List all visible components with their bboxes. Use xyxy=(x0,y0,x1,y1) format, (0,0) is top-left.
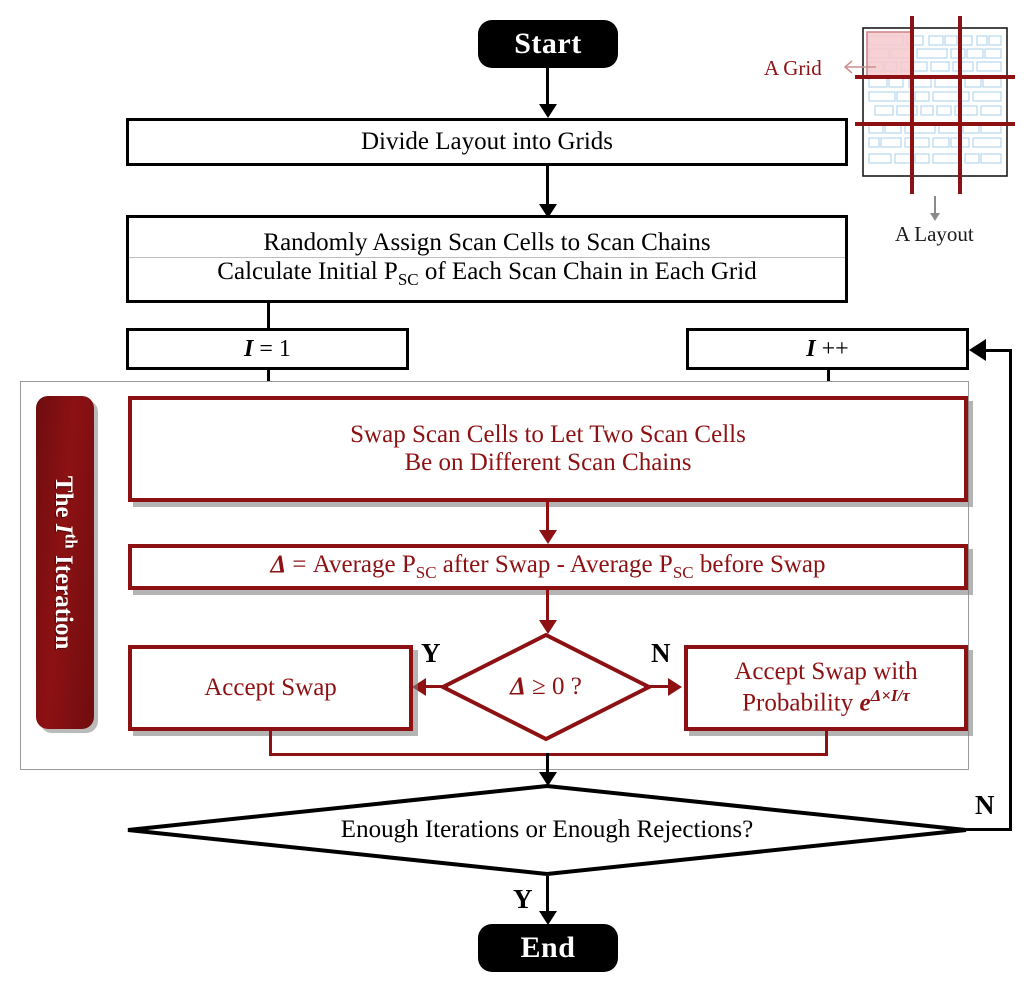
connector-loop-no-to-increment xyxy=(986,349,1011,352)
delta-formula-label: Δ = Average PSC after Swap - Average PSC… xyxy=(132,551,964,583)
connector-decision-to-accept xyxy=(424,685,448,688)
connector-delta-to-decision xyxy=(546,590,549,622)
arrowhead-loop-yes-to-end xyxy=(539,911,557,925)
connector-loop-no-vertical xyxy=(1009,349,1012,831)
delta-variable: Δ xyxy=(270,551,287,578)
end-label: End xyxy=(520,931,576,964)
init-iteration-label: I = 1 xyxy=(244,336,291,363)
branch-label-yes-loop: Y xyxy=(513,884,533,914)
connector-accept-swap-down xyxy=(269,731,272,756)
decision-delta-variable: Δ xyxy=(510,673,526,700)
inset-layout-connector xyxy=(934,196,936,216)
accept-prob-e: e xyxy=(859,689,871,717)
connector-increment-to-swap xyxy=(827,370,830,390)
swap-line1-label: Swap Scan Cells to Let Two Scan Cells xyxy=(350,421,746,448)
process-divide-layout-label: Divide Layout into Grids xyxy=(360,128,614,155)
iteration-tab-label: The Ith Iteration xyxy=(49,476,80,649)
process-increment-iteration: I ++ xyxy=(686,328,969,370)
inset-layout-label: A Layout xyxy=(895,222,974,246)
iter-tab-superscript: th xyxy=(61,533,81,549)
connector-swap-to-delta xyxy=(546,502,549,534)
process-calculate-label: Calculate Initial PSC of Each Scan Chain… xyxy=(129,256,845,290)
loop-decision-text: Enough Iterations or Enough Rejections? xyxy=(340,816,754,843)
loop-decision-label: Enough Iterations or Enough Rejections? xyxy=(126,784,968,876)
delta-subscript-2: SC xyxy=(672,563,694,582)
delta-text-a: = Average P xyxy=(286,551,416,578)
process-delta-formula: Δ = Average PSC after Swap - Average PSC… xyxy=(128,544,968,590)
connector-start-to-divide xyxy=(546,68,549,107)
inset-grid-label: A Grid xyxy=(764,56,822,80)
swap-line2-label: Be on Different Scan Chains xyxy=(404,449,692,476)
start-terminator: Start xyxy=(478,20,618,68)
connector-decision-to-accept-prob xyxy=(644,685,670,688)
connector-assign-to-init xyxy=(267,303,270,328)
loop-decision-diamond xyxy=(127,784,967,876)
process-accept-swap-probability: Accept Swap with Probability eΔ×I/τ xyxy=(684,645,968,731)
inc-i-rest: ++ xyxy=(815,335,849,362)
end-terminator: End xyxy=(478,924,618,972)
connector-loop-no-horizontal xyxy=(962,828,1012,831)
inset-layout-arrowhead xyxy=(930,213,940,221)
accept-prob-text: Probability xyxy=(742,689,860,717)
connector-divide-to-assign xyxy=(546,166,549,208)
process-assign-label: Randomly Assign Scan Cells to Scan Chain… xyxy=(263,228,711,256)
calc-subscript: SC xyxy=(397,269,419,289)
branch-label-no-delta: N xyxy=(651,638,671,668)
accept-prob-line2-label: Probability eΔ×I/τ xyxy=(688,686,964,717)
increment-iteration-label: I ++ xyxy=(806,336,848,363)
iter-tab-variable: I xyxy=(50,523,78,534)
arrowhead-delta-to-decision xyxy=(539,620,557,634)
init-i-rest: = 1 xyxy=(253,335,291,362)
process-divide-layout: Divide Layout into Grids xyxy=(126,118,848,166)
decision-delta-label: Δ ≥ 0 ? xyxy=(440,632,652,742)
iteration-tab: The Ith Iteration xyxy=(36,396,94,729)
init-i-variable: I xyxy=(244,335,254,362)
delta-subscript-1: SC xyxy=(415,563,437,582)
process-swap-scan-cells: Swap Scan Cells to Let Two Scan Cells Be… xyxy=(128,396,968,502)
layout-grid-illustration xyxy=(855,16,1015,194)
delta-text-c: before Swap xyxy=(693,551,826,578)
accept-prob-exponent: Δ×I/τ xyxy=(870,686,910,706)
arrowhead-decision-to-accept-prob xyxy=(668,678,682,696)
delta-text-b: after Swap - Average P xyxy=(436,551,673,578)
arrowhead-decision-to-accept xyxy=(412,678,426,696)
iter-tab-pre: The xyxy=(50,475,78,524)
accept-prob-line1-label: Accept Swap with xyxy=(734,658,918,686)
calc-text-b: of Each Scan Chain in Each Grid xyxy=(418,257,757,285)
process-init-iteration: I = 1 xyxy=(126,328,409,370)
connector-merge-to-loop-decision xyxy=(546,753,549,777)
connector-loop-yes-to-end xyxy=(546,876,549,914)
arrowhead-divide-to-assign xyxy=(539,204,557,218)
arrowhead-swap-to-delta xyxy=(539,530,557,544)
branch-label-no-loop: N xyxy=(975,790,995,820)
arrowhead-loop-no-to-increment xyxy=(969,339,986,361)
accept-swap-label: Accept Swap xyxy=(204,674,337,701)
decision-delta-rest: ≥ 0 ? xyxy=(532,673,582,700)
arrowhead-start-to-divide xyxy=(539,104,557,118)
inc-i-variable: I xyxy=(806,335,816,362)
process-accept-swap: Accept Swap xyxy=(128,645,413,731)
inset-grid-arrow-icon xyxy=(843,60,876,74)
calc-text-a: Calculate Initial P xyxy=(217,257,398,285)
arrowhead-merge-to-loop-decision xyxy=(539,772,557,786)
process-assign-and-calculate: Randomly Assign Scan Cells to Scan Chain… xyxy=(126,215,848,303)
branch-label-yes-delta: Y xyxy=(421,638,441,668)
decision-delta-diamond xyxy=(440,632,652,742)
connector-init-to-swap xyxy=(267,370,270,390)
start-label: Start xyxy=(514,27,582,60)
iter-tab-post: Iteration xyxy=(50,548,78,650)
connector-accept-prob-down xyxy=(825,731,828,756)
